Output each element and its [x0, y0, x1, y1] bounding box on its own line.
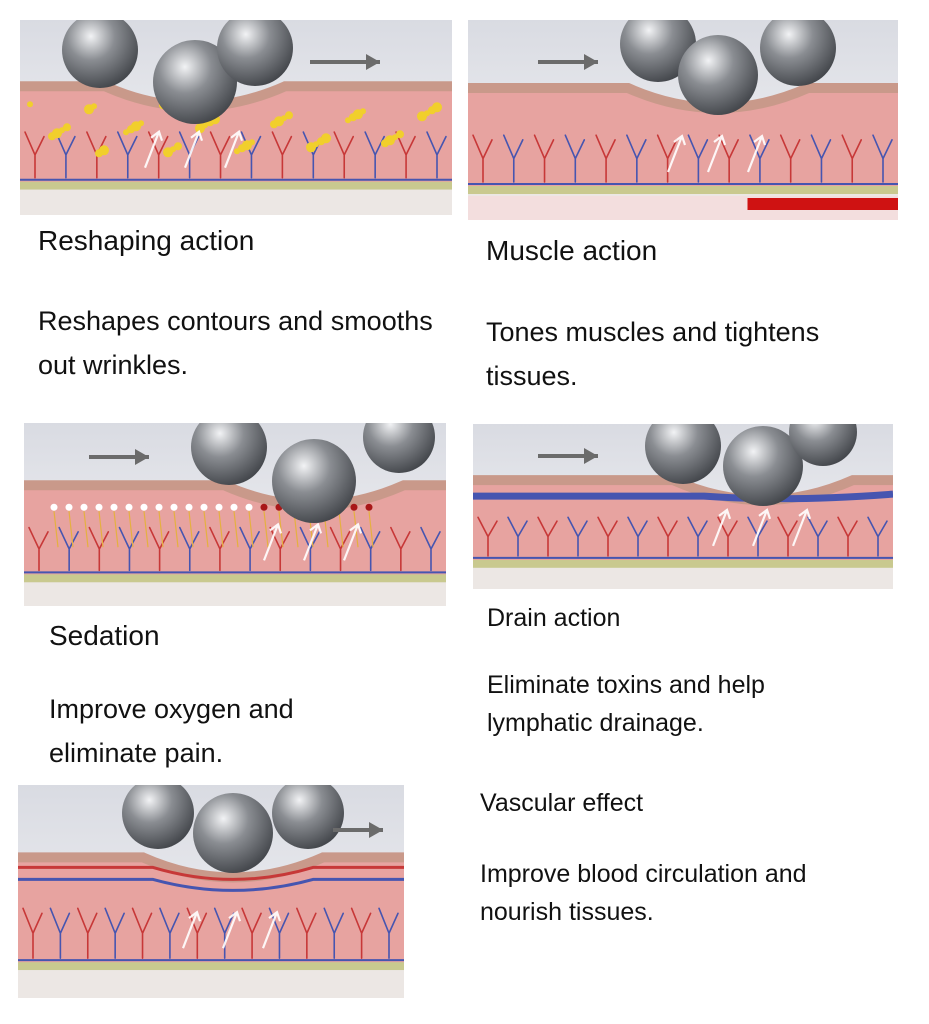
section-title-muscle: Muscle action [486, 235, 658, 266]
roller-ball-icon [363, 423, 435, 473]
section-title-drain: Drain action [487, 604, 621, 632]
illustration-muscle-svg [468, 20, 898, 220]
flow-arrow-icon [223, 129, 244, 169]
roller-ball-icon [789, 424, 857, 466]
direction-arrow-icon [538, 448, 598, 464]
flow-arrow-icon [751, 508, 772, 547]
illustration-drain-svg [473, 424, 893, 589]
illustration-reshaping-svg [20, 20, 452, 215]
roller-ball-icon [272, 785, 344, 849]
roller-ball-icon [62, 20, 138, 88]
section-description-sedation: Improve oxygen and eliminate pain. [49, 694, 294, 768]
roller-ball-icon [191, 423, 267, 485]
roller-ball-icon [217, 20, 293, 86]
flow-arrow-icon [221, 910, 242, 949]
flow-arrow-icon [181, 910, 202, 949]
roller-ball-icon [153, 40, 237, 124]
flow-arrow-icon [342, 522, 363, 561]
flow-arrow-icon [262, 522, 283, 561]
direction-arrow-icon [538, 54, 598, 70]
section-description-muscle: Tones muscles and tightens tissues. [486, 317, 820, 391]
roller-ball-icon [760, 20, 836, 86]
illustration-sedation [24, 423, 446, 606]
flow-arrow-icon [183, 129, 204, 169]
roller-ball-icon [193, 793, 273, 873]
flow-arrow-icon [666, 134, 687, 173]
roller-ball-icon [678, 35, 758, 115]
section-description-reshaping: Reshapes contours and smooths out wrinkl… [38, 306, 433, 380]
section-title-vascular: Vascular effect [480, 789, 644, 817]
illustration-vascular [18, 785, 404, 998]
roller-ball-icon [645, 424, 721, 484]
section-description-vascular: Improve blood circulation and nourish ti… [480, 860, 807, 926]
illustration-vascular-svg [18, 785, 404, 998]
illustration-sedation-svg [24, 423, 446, 606]
flow-arrow-icon [791, 508, 812, 547]
roller-ball-icon [272, 439, 356, 523]
roller-ball-icon [122, 785, 194, 849]
direction-arrow-icon [89, 449, 149, 465]
flow-arrow-icon [746, 134, 767, 173]
section-description-drain: Eliminate toxins and help lymphatic drai… [487, 671, 765, 737]
flow-arrow-icon [711, 508, 732, 547]
illustration-drain [473, 424, 893, 589]
roller-ball-icon [620, 20, 696, 82]
flow-arrow-icon [261, 910, 282, 949]
section-title-sedation: Sedation [49, 620, 160, 651]
illustration-reshaping [20, 20, 452, 215]
flow-arrow-icon [302, 522, 323, 561]
section-title-reshaping: Reshaping action [38, 225, 255, 256]
flow-arrow-icon [143, 129, 164, 169]
roller-ball-icon [723, 426, 803, 506]
direction-arrow-icon [310, 54, 380, 70]
flow-arrow-icon [706, 134, 727, 173]
direction-arrow-icon [333, 822, 383, 838]
illustration-muscle [468, 20, 898, 220]
